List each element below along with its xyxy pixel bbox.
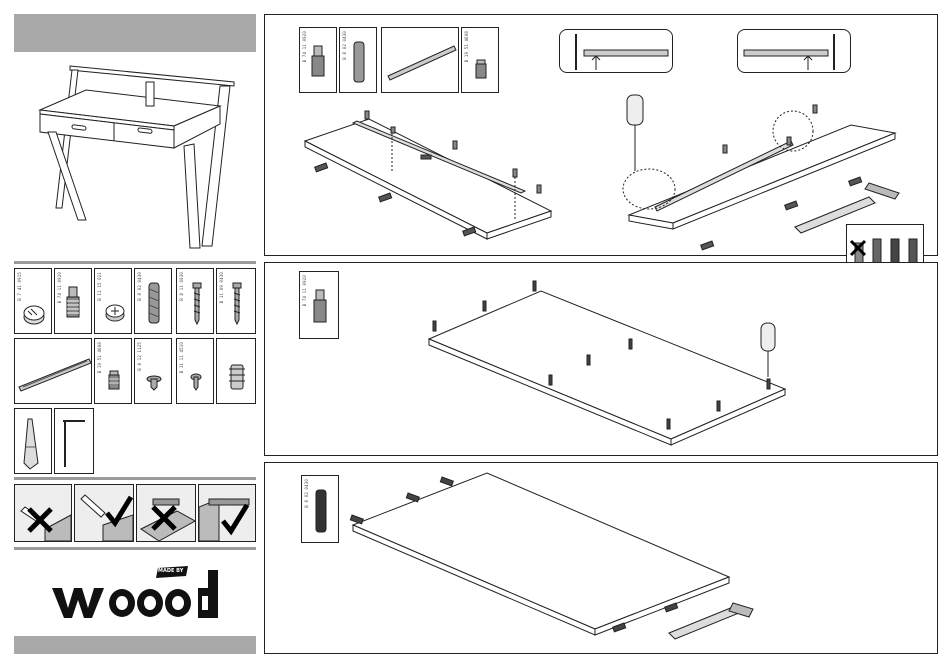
drawer-rail-icon: [15, 339, 92, 404]
hardware-cam-bolt: B 74 11 0920: [54, 268, 92, 334]
step2-board: [425, 273, 795, 449]
euro-screw-icon: [95, 339, 132, 404]
screw-long-icon: [177, 269, 214, 334]
step3-part-wood-dowel: B 8 02 0430: [301, 475, 339, 543]
sidebar-divider-3: [14, 547, 256, 550]
hardware-wood-dowel: B 8 02 0430: [134, 268, 172, 334]
sidebar-divider-2: [14, 477, 256, 480]
screw-long-2-icon: [217, 269, 256, 334]
step-panel-3: B 8 02 0430: [264, 462, 938, 654]
hardware-cam-lock: B 7 41 0915: [14, 268, 52, 334]
do-hammer-right: [198, 484, 256, 542]
step1-board-left: [301, 99, 561, 249]
dont-glue-surface: [14, 484, 72, 542]
hardware-cam-lock-small: B 11 15 021: [94, 268, 132, 334]
wood-dowel-icon: [135, 269, 172, 334]
step1-callout-rail-right: [737, 29, 851, 73]
hardware-flat-screw: B 8 12 1125: [134, 338, 172, 404]
cam-bolt-icon: [55, 269, 92, 334]
flat-screw-icon: [135, 339, 172, 404]
cam-bolt-icon: [300, 272, 339, 339]
step1-part-wood-dowel: B 8 02 0430: [339, 27, 377, 93]
woood-logo: [50, 566, 230, 622]
hardware-glue-bottle: [14, 408, 52, 474]
step2-part-cam-bolt: B 74 11 0920: [299, 271, 339, 339]
wood-dowel-icon: [302, 476, 339, 543]
drawer-rail-icon: [382, 28, 459, 93]
wood-dowel-icon: [340, 28, 377, 93]
logo-badge: MADE BY: [158, 568, 183, 574]
desk-illustration: [34, 60, 244, 250]
glue-bottle-icon: [15, 409, 52, 474]
step1-part-cam-bolt: B 74 11 0920: [299, 27, 337, 93]
step1-part-euro-screw: B 19 51 4608: [461, 27, 499, 93]
allen-key-icon: [55, 409, 94, 474]
step-panel-2: B 74 11 0920: [264, 262, 938, 456]
hardware-drawer-rail: [14, 338, 92, 404]
dont-hammer-wrong: [136, 484, 196, 542]
plastic-plug-icon: [217, 339, 256, 404]
hardware-allen-key: [54, 408, 94, 474]
step1-part-drawer-rail: [381, 27, 459, 93]
hardware-plastic-plug: [216, 338, 256, 404]
hardware-screw-long: B 8 11 0030: [176, 268, 214, 334]
short-screw-icon: [177, 339, 214, 404]
sidebar-divider-1: [14, 261, 256, 264]
euro-screw-icon: [462, 28, 499, 93]
footer-grey-bar: [14, 636, 256, 654]
header-grey-bar: [14, 14, 256, 52]
hardware-euro-screw: B 19 51 4608: [94, 338, 132, 404]
hardware-screw-long-2: B 11 09 0430: [216, 268, 256, 334]
step1-callout-rail-left: [559, 29, 673, 73]
cam-lock-icon: [15, 269, 52, 334]
step3-board: [349, 467, 769, 651]
do-glue-hole: [74, 484, 134, 542]
cam-bolt-icon: [300, 28, 337, 93]
hardware-short-screw: B 11 11 4510: [176, 338, 214, 404]
step-panel-1: B 74 11 0920 B 8 02 0430 B 19 51 4608: [264, 14, 938, 256]
cam-lock-small-icon: [95, 269, 132, 334]
